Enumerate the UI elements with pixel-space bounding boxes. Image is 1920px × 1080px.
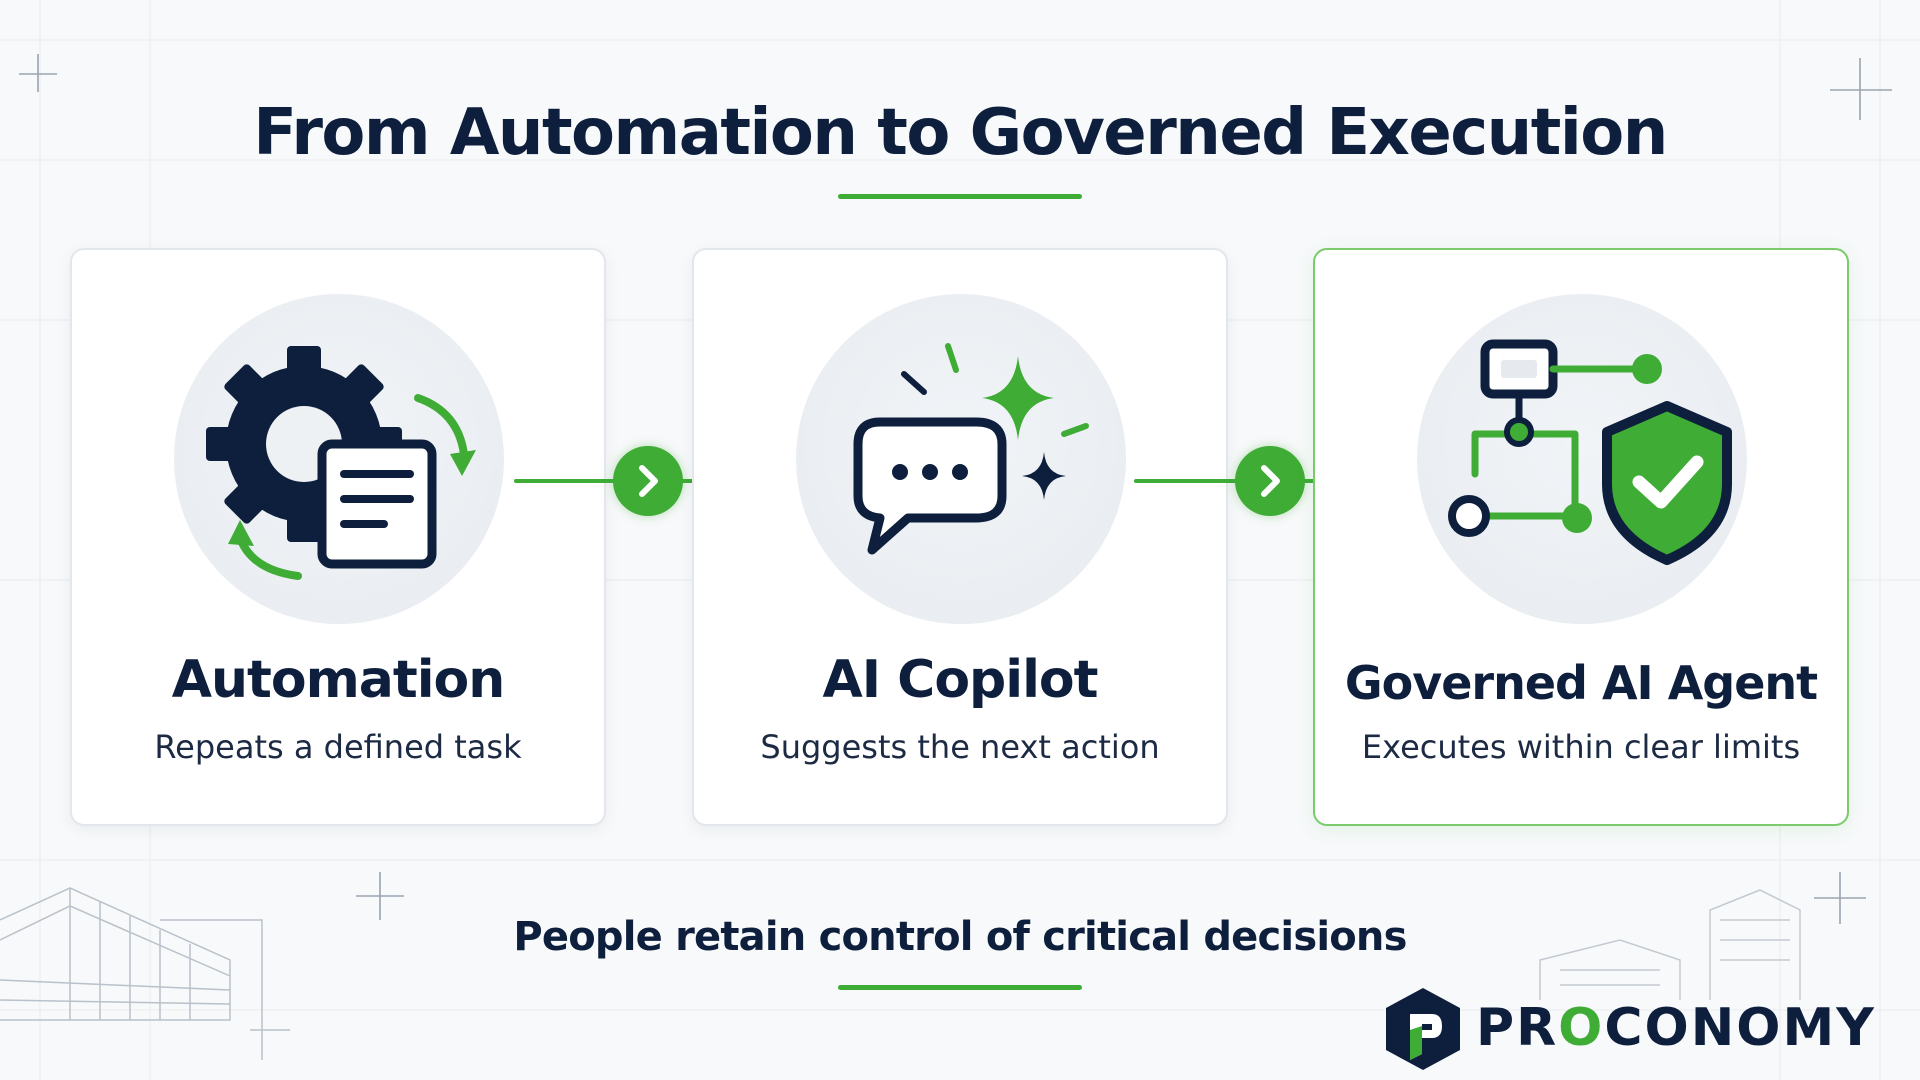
icon-circle	[174, 294, 504, 624]
stage-title: Automation	[171, 650, 506, 710]
icon-circle	[1417, 294, 1747, 624]
stage-subtitle: Executes within clear limits	[1361, 728, 1801, 766]
connector-dot	[613, 446, 683, 516]
stage-card-governed-ai-agent: Governed AI Agent Executes within clear …	[1313, 248, 1849, 826]
chevron-right-icon	[1261, 465, 1280, 497]
proconomy-hexagon-logo	[1386, 988, 1460, 1070]
stage-connector-2	[1134, 446, 1410, 516]
title-underline	[838, 194, 1082, 199]
building-sketch-left	[0, 887, 290, 1060]
brand-logo: PROCONOMY	[1382, 986, 1912, 1072]
footer-statement: People retain control of critical decisi…	[513, 914, 1407, 960]
stage-subtitle: Repeats a defined task	[154, 728, 522, 766]
connector-dot	[1235, 446, 1305, 516]
stage-card-ai-copilot: AI Copilot Suggests the next action	[692, 248, 1228, 826]
icon-circle	[796, 294, 1126, 624]
page-title: From Automation to Governed Execution	[253, 96, 1668, 170]
brand-name-o: O	[1558, 998, 1605, 1058]
chevron-right-icon	[639, 465, 658, 497]
workflow-shield-check-icon	[1448, 339, 1732, 565]
stage-subtitle: Suggests the next action	[760, 728, 1160, 766]
stage-card-automation: Automation Repeats a defined task	[70, 248, 606, 826]
stage-title: Governed AI Agent	[1344, 656, 1818, 710]
brand-name-part-2: CONOMY	[1604, 998, 1876, 1058]
stage-title: AI Copilot	[822, 650, 1098, 710]
chat-sparkle-icon	[853, 343, 1089, 555]
brand-name-part-1: PR	[1476, 998, 1559, 1058]
stage-connector-1	[514, 446, 790, 516]
footer-underline	[838, 985, 1082, 990]
brand-name: PROCONOMY	[1476, 998, 1876, 1058]
gear-document-cycle-icon	[206, 346, 476, 580]
